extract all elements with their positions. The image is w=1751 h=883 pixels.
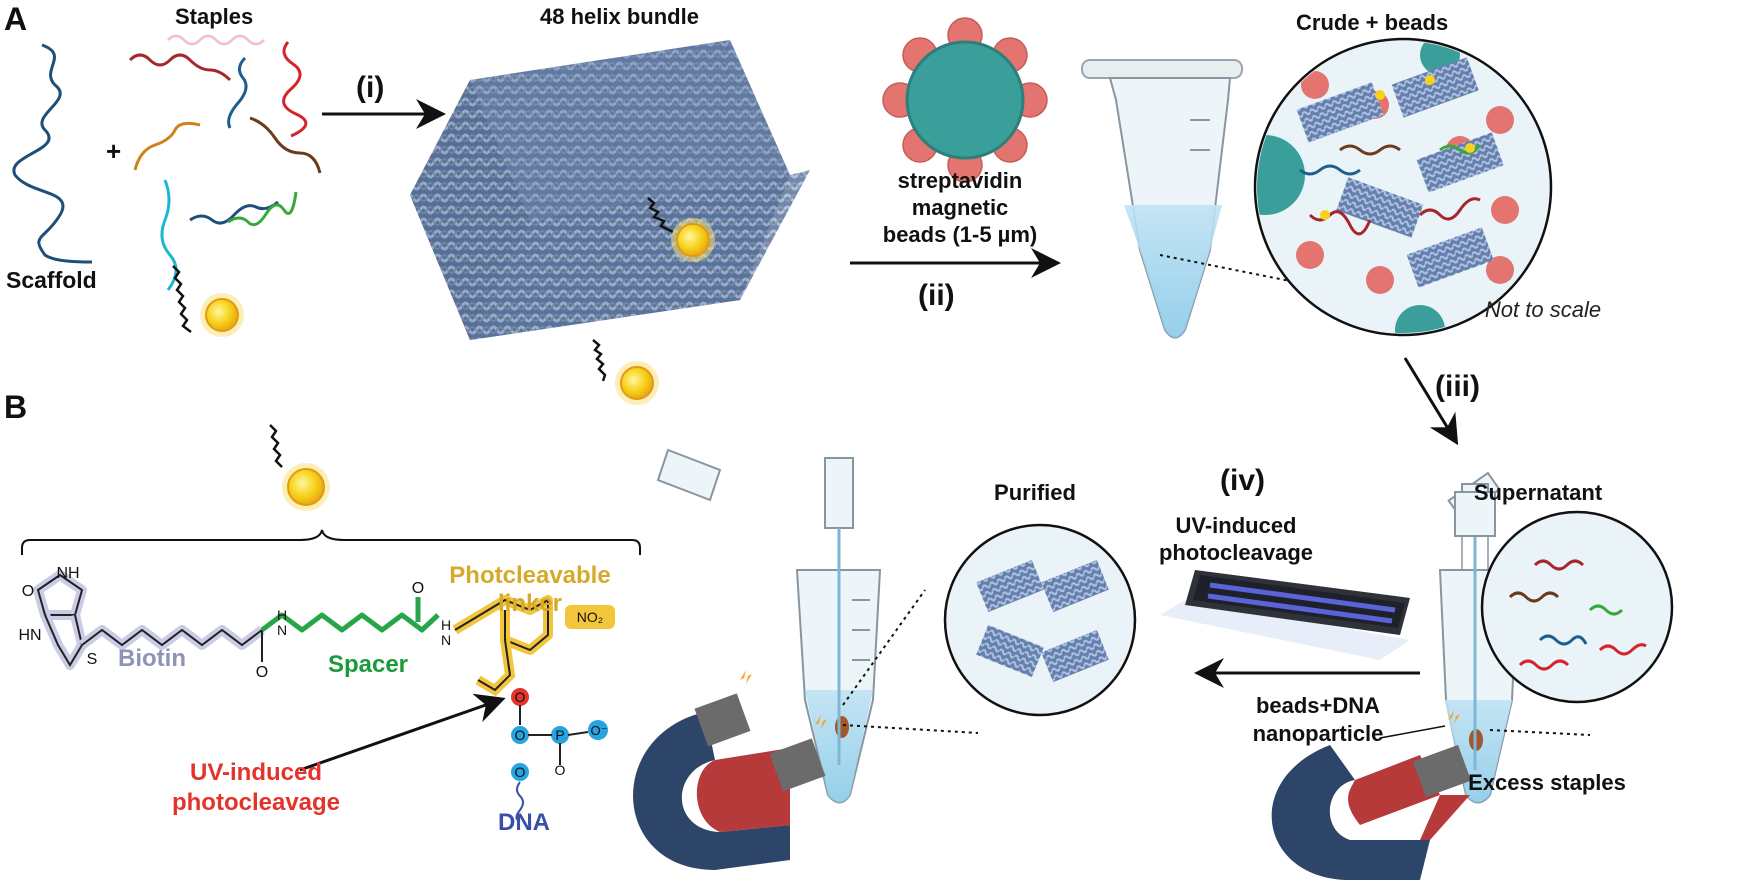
atom-hn: HN	[18, 627, 41, 644]
photocleavable-linker	[452, 595, 615, 697]
photocleavable-label-2: linker	[498, 590, 562, 617]
atom-nh: NH	[56, 565, 79, 582]
not-to-scale-label: Not to scale	[1485, 297, 1601, 322]
atom-o-p-1: O	[515, 727, 526, 743]
atom-no2: NO₂	[577, 609, 603, 625]
atom-n-1: N	[277, 622, 287, 638]
cleavage-label-2: photocleavage	[172, 789, 340, 816]
zoom-line-purified-2	[842, 589, 926, 706]
zoom-line-supernatant	[1489, 729, 1591, 736]
atom-o-biotin: O	[22, 583, 34, 600]
dna-label: DNA	[498, 809, 550, 836]
panel-a-label: A	[4, 1, 27, 37]
atom-o-minus: O⁻	[591, 723, 608, 738]
magnet-icon-right	[1271, 710, 1472, 880]
panel-b-label: B	[4, 389, 27, 425]
crude-zoom-circle	[1253, 37, 1553, 337]
scaffold-strand	[12, 43, 93, 264]
biotin-label: Biotin	[118, 645, 186, 672]
photocleavable-label-1: Photcleavable	[449, 562, 610, 589]
step-1-label: (i)	[356, 71, 384, 104]
magnet-icon-left	[633, 670, 827, 870]
biotin-tag-icon	[269, 424, 330, 511]
uv-label-1: UV-induced	[1175, 513, 1296, 538]
atom-h-2: H	[441, 617, 451, 633]
beads-label-1: streptavidin	[898, 168, 1023, 193]
biotin-tag-staple	[172, 265, 244, 337]
helix-bundle	[410, 40, 810, 340]
atom-o-p-3: O	[515, 764, 526, 780]
atom-o-amide-1: O	[256, 664, 268, 681]
zoom-line-crude	[1159, 254, 1301, 284]
molecule-brace	[21, 529, 641, 555]
purified-label: Purified	[994, 480, 1076, 505]
streptavidin-bead-icon	[882, 17, 1048, 183]
uv-label-2: photocleavage	[1159, 540, 1313, 565]
bundle-biotin-tag-1	[647, 197, 715, 262]
beads-label-2: magnetic	[912, 195, 1009, 220]
beads-dna-label-1: beads+DNA	[1256, 693, 1380, 718]
crude-tube-icon	[1081, 59, 1243, 339]
atom-s: S	[87, 651, 98, 668]
spacer-moiety	[260, 597, 440, 633]
beads-label-3: beads (1-5 µm)	[883, 222, 1038, 247]
staple-strands	[128, 34, 322, 291]
arrow-step-3	[1403, 357, 1459, 446]
cleavage-label-1: UV-induced	[190, 759, 322, 786]
excess-staples-label: Excess staples	[1468, 770, 1626, 795]
zoom-line-purified	[842, 724, 979, 734]
step-4-label: (iv)	[1220, 464, 1265, 497]
uv-lamp-icon	[1160, 570, 1410, 660]
atom-o-ester: O	[515, 689, 526, 705]
pointer-beads-dna	[1379, 725, 1446, 739]
phosphate-group	[511, 688, 608, 821]
spacer-label: Spacer	[328, 651, 408, 678]
beads-dna-label-2: nanoparticle	[1253, 721, 1384, 746]
staples-label: Staples	[175, 4, 253, 29]
arrow-cleavage-site	[299, 693, 506, 772]
atom-n-2: N	[441, 632, 451, 648]
supernatant-zoom-circle	[1480, 510, 1674, 704]
bundle-label: 48 helix bundle	[540, 4, 699, 29]
step-3-label: (iii)	[1435, 370, 1480, 403]
atom-h-1: H	[277, 607, 287, 623]
step-2-label: (ii)	[918, 279, 955, 312]
atom-o-p-2: O	[555, 762, 566, 778]
scaffold-label: Scaffold	[6, 267, 97, 293]
purified-zoom-circle	[943, 523, 1137, 717]
purified-tube-icon	[656, 448, 882, 804]
bundle-biotin-tag-2	[592, 339, 659, 405]
plus-sign: +	[106, 136, 121, 166]
biotin-moiety	[33, 570, 265, 670]
supernatant-label: Supernatant	[1474, 480, 1603, 505]
atom-p: P	[555, 727, 564, 743]
atom-o-amide-2: O	[412, 580, 424, 597]
crude-label: Crude + beads	[1296, 10, 1448, 35]
